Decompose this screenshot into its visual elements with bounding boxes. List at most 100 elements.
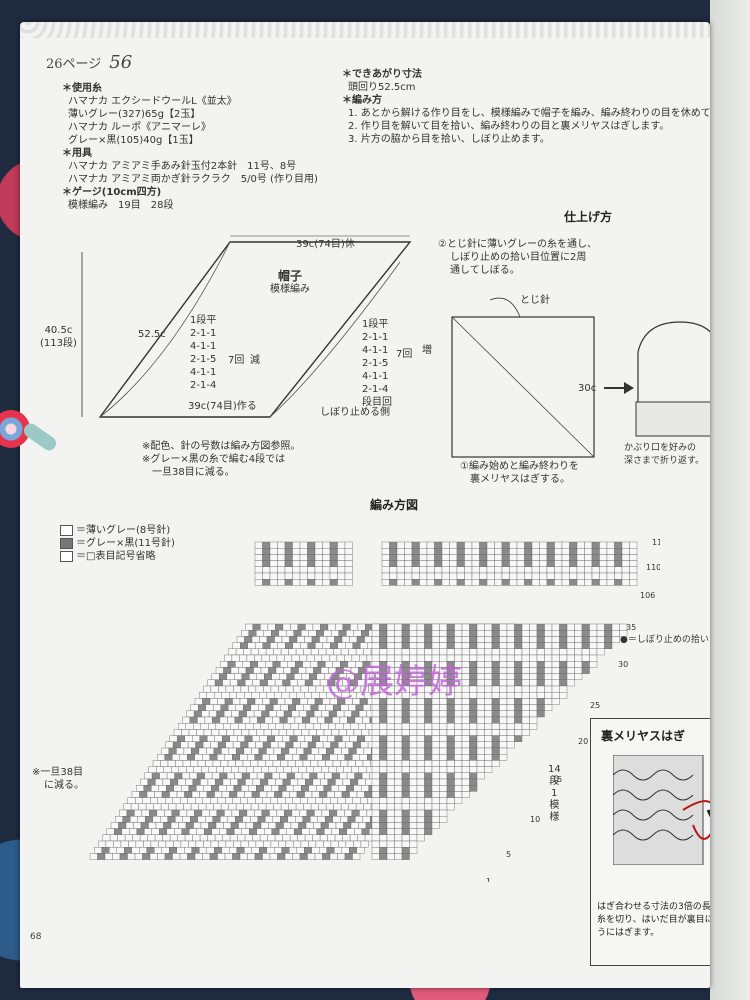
row-label: 5 <box>506 850 511 859</box>
chart-cell <box>476 636 485 643</box>
chart-cell <box>446 636 455 643</box>
chart-cell <box>499 654 508 662</box>
chart-cell <box>352 797 361 805</box>
chart-cell <box>259 636 268 643</box>
chart-cell <box>471 541 480 549</box>
chart-cell <box>337 560 346 567</box>
chart-cell <box>439 803 448 811</box>
chart-cell <box>379 623 388 631</box>
chart-cell <box>446 716 455 724</box>
chart-cell <box>313 766 322 774</box>
chart-cell <box>394 822 403 829</box>
chart-cell <box>551 648 560 656</box>
chart-cell <box>361 828 370 836</box>
chart-cell <box>554 548 563 555</box>
chart-cell <box>531 554 540 561</box>
chart-cell <box>409 778 418 786</box>
chart-cell <box>544 704 553 712</box>
chart-cell <box>319 735 328 743</box>
chart-cell <box>190 704 199 712</box>
chart-cell <box>499 741 508 749</box>
chart-cell <box>117 834 126 842</box>
chart-cell <box>339 828 347 836</box>
chart-cell <box>424 629 433 637</box>
chart-cell <box>379 704 388 712</box>
chart-cell <box>127 853 136 860</box>
chart-cell <box>344 853 353 860</box>
chart-cell <box>218 840 227 848</box>
chart-cell <box>464 578 473 586</box>
repeat-char: 様 <box>549 812 560 823</box>
chart-cell <box>213 704 222 712</box>
chart-cell <box>104 853 113 860</box>
dec-row: 2-1-5 <box>190 354 217 365</box>
row-label: 106 <box>640 591 655 600</box>
chart-cell <box>292 797 301 805</box>
chart-cell <box>584 572 593 580</box>
chart-cell <box>566 667 575 674</box>
chart-cell <box>254 809 263 817</box>
chart-cell <box>536 673 545 681</box>
chart-cell <box>611 623 620 631</box>
chart-cell <box>264 772 273 780</box>
chart-cell <box>371 716 380 724</box>
chart-cell <box>521 679 530 687</box>
chart-cell <box>231 766 240 774</box>
chart-cell <box>469 629 478 637</box>
chart-cell <box>272 716 281 724</box>
chart-cell <box>316 673 325 681</box>
chart-cell <box>210 840 219 848</box>
chart-cell <box>247 698 256 705</box>
chart-cell <box>175 803 184 811</box>
chart-cell <box>208 766 217 774</box>
chart-cell <box>211 772 220 780</box>
chart-cell <box>521 698 530 705</box>
chart-cell <box>371 753 380 761</box>
chart-cell <box>302 760 311 767</box>
method-step: 3. 片方の脇から目を拾い、しぼり止めます。 <box>348 134 550 145</box>
chart-cell <box>307 548 316 555</box>
method-block: ＊できあがり寸法 頭回り52.5cm ＊編み方 1. あとから解ける作り目をし、… <box>342 68 710 146</box>
chart-cell <box>202 741 211 749</box>
chart-cell <box>231 654 240 662</box>
chart-cell <box>239 654 248 662</box>
tools-line: ハマナカ アミアミ両かぎ針ラクラク 5/0号 (作り目用) <box>68 174 318 185</box>
chart-cell <box>322 853 331 860</box>
chart-cell <box>289 791 298 798</box>
chart-cell <box>168 847 177 854</box>
chart-cell <box>315 642 324 650</box>
chart-cell <box>614 566 623 574</box>
chart-cell <box>569 541 578 549</box>
chart-cell <box>119 809 128 817</box>
chart-cell <box>454 629 463 637</box>
chart-cell <box>454 766 463 774</box>
chart-cell <box>591 566 600 574</box>
chart-cell <box>476 648 485 656</box>
chart-cell <box>486 554 495 561</box>
chart-cell <box>416 735 425 743</box>
chart-cell <box>614 572 623 580</box>
chart-cell <box>371 822 380 829</box>
chart-cell <box>309 816 318 823</box>
chart-cell <box>544 629 553 637</box>
chart-cell <box>251 636 260 643</box>
chart-cell <box>409 785 418 792</box>
chart-cell <box>244 679 253 687</box>
chart-cell <box>431 741 440 749</box>
chart-cell <box>355 704 364 712</box>
chart-cell <box>198 747 207 755</box>
chart-cell <box>298 667 307 674</box>
chart-cell <box>449 548 458 555</box>
chart-cell <box>439 642 448 650</box>
note-line: ②とじ針に薄いグレーの糸を通し、 <box>438 239 597 250</box>
inc-row: 1段平 <box>362 319 389 330</box>
chart-cell <box>314 753 323 761</box>
chart-cell <box>329 541 338 549</box>
chart-cell <box>257 816 266 823</box>
chart-cell <box>314 554 323 561</box>
chart-cell <box>424 816 433 823</box>
chart-cell <box>514 722 523 730</box>
chart-cell <box>326 847 335 854</box>
chart-cell <box>386 816 395 823</box>
chart-cell <box>344 572 353 580</box>
